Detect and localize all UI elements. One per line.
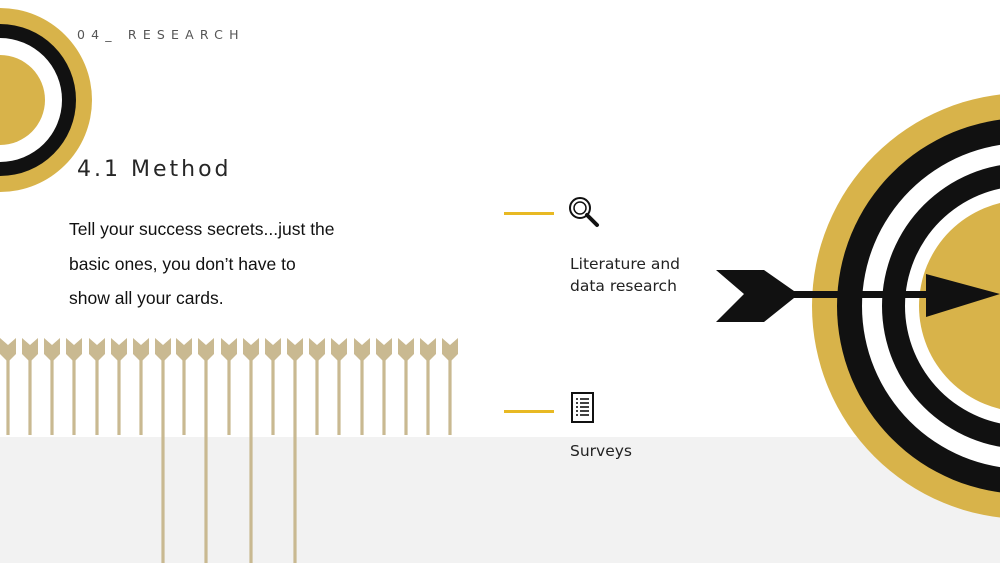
decorative-arrow [442, 338, 458, 435]
accent-line [504, 410, 554, 413]
decorative-arrow [354, 338, 370, 435]
decorative-arrow [111, 338, 127, 435]
decorative-arrow [133, 338, 149, 435]
decorative-arrow [398, 338, 414, 435]
decorative-arrow [66, 338, 82, 435]
magnifier-icon [569, 197, 599, 227]
method-label-surveys: Surveys [570, 440, 632, 462]
target-decoration-top-left [0, 8, 92, 192]
method-label-line: Surveys [570, 442, 632, 460]
accent-line [504, 212, 554, 215]
decorative-arrow [243, 338, 259, 563]
decorative-arrow [265, 338, 281, 435]
decorative-arrow [0, 338, 16, 435]
decorative-arrow [176, 338, 192, 435]
decorative-arrow [22, 338, 38, 435]
floor-band [0, 437, 1000, 563]
decorative-arrow [309, 338, 325, 435]
decorative-arrow [221, 338, 237, 435]
decorative-arrow [331, 338, 347, 435]
decorative-arrow [376, 338, 392, 435]
section-label: 04_ RESEARCH [77, 27, 245, 42]
decorative-arrow [287, 338, 303, 563]
method-label-literature: Literature and data research [570, 253, 680, 297]
arrow-hitting-target [716, 270, 1000, 322]
page-title: 4.1 Method [77, 157, 232, 182]
decorative-arrow [198, 338, 214, 563]
document-list-icon [571, 392, 594, 423]
decorative-arrow [420, 338, 436, 435]
decorative-arrow [89, 338, 105, 435]
decorative-arrow [44, 338, 60, 435]
body-text: Tell your success secrets...just the bas… [69, 219, 335, 308]
decorative-arrow [155, 338, 171, 563]
arrow-row-decoration [0, 338, 458, 563]
method-label-line: Literature and [570, 255, 680, 273]
method-label-line: data research [570, 277, 677, 295]
